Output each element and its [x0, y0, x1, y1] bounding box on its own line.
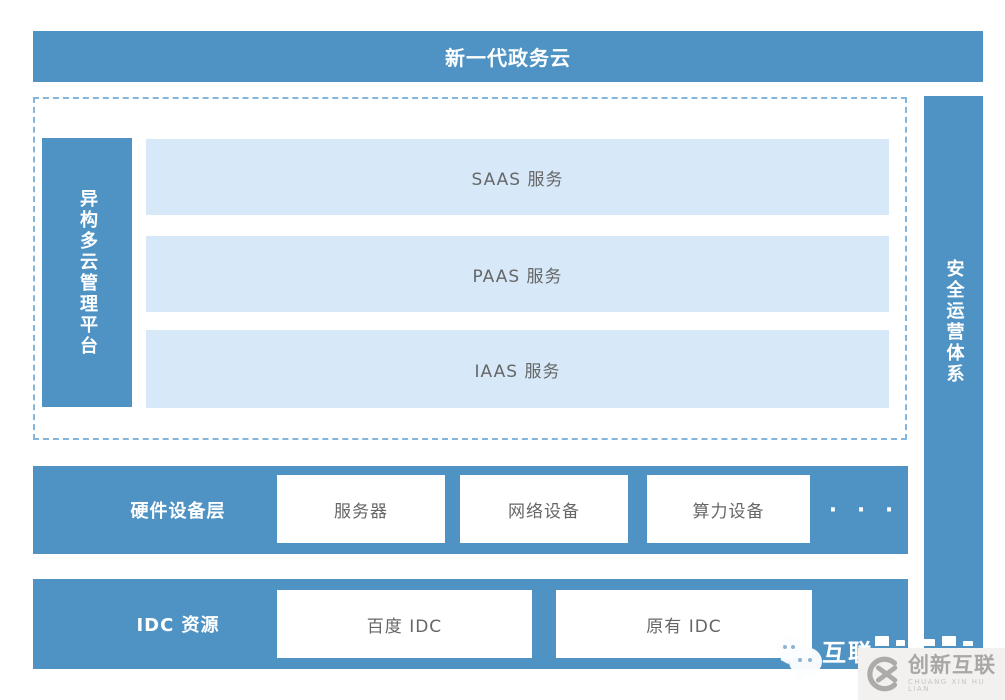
watermark-clipped-glyph-tops: [875, 636, 997, 646]
hardware-item-compute: 算力设备: [647, 475, 810, 543]
iaas-layer-bar: IAAS 服务: [146, 330, 889, 408]
logo-text-block: 创新互联 CHUANG XIN HU LIAN: [908, 655, 1005, 693]
idc-item-baidu-label: 百度 IDC: [366, 616, 443, 637]
security-operations-pillar: 安全运营体系: [924, 96, 983, 669]
multicloud-management-pillar: 异构多云管理平台: [42, 138, 132, 407]
security-operations-label: 安全运营体系: [943, 259, 965, 385]
hardware-item-network-label: 网络设备: [508, 501, 580, 522]
logo-name: 创新互联: [908, 653, 996, 677]
circle-x-logo-icon: [867, 656, 898, 692]
diagram-title-banner: 新一代政务云: [33, 31, 983, 82]
multicloud-management-label: 异构多云管理平台: [77, 188, 98, 357]
iaas-layer-label: IAAS 服务: [474, 361, 561, 382]
idc-item-existing-label: 原有 IDC: [646, 616, 722, 637]
hardware-item-compute-label: 算力设备: [692, 501, 765, 522]
paas-layer-bar: PAAS 服务: [146, 236, 889, 312]
wechat-bubble-big: [789, 647, 822, 682]
hardware-item-server: 服务器: [277, 475, 445, 543]
paas-layer-label: PAAS 服务: [472, 266, 563, 287]
idc-item-existing: 原有 IDC: [556, 590, 812, 658]
logo-tagline: CHUANG XIN HU LIAN: [908, 678, 986, 693]
wechat-watermark: 互联: [774, 630, 1005, 690]
hardware-item-network: 网络设备: [460, 475, 628, 543]
saas-layer-label: SAAS 服务: [471, 169, 564, 190]
idc-item-baidu: 百度 IDC: [277, 590, 532, 658]
hardware-item-server-label: 服务器: [334, 501, 388, 522]
diagram-title: 新一代政务云: [445, 46, 571, 70]
hardware-layer-label: 硬件设备层: [130, 501, 226, 522]
hardware-more-ellipsis: · · ·: [828, 497, 900, 523]
idc-resources-label: IDC 资源: [136, 615, 220, 636]
wechat-icon: [774, 634, 822, 686]
chuangxin-hulian-logo-plate: 创新互联 CHUANG XIN HU LIAN: [858, 648, 1005, 700]
saas-layer-bar: SAAS 服务: [146, 139, 889, 215]
